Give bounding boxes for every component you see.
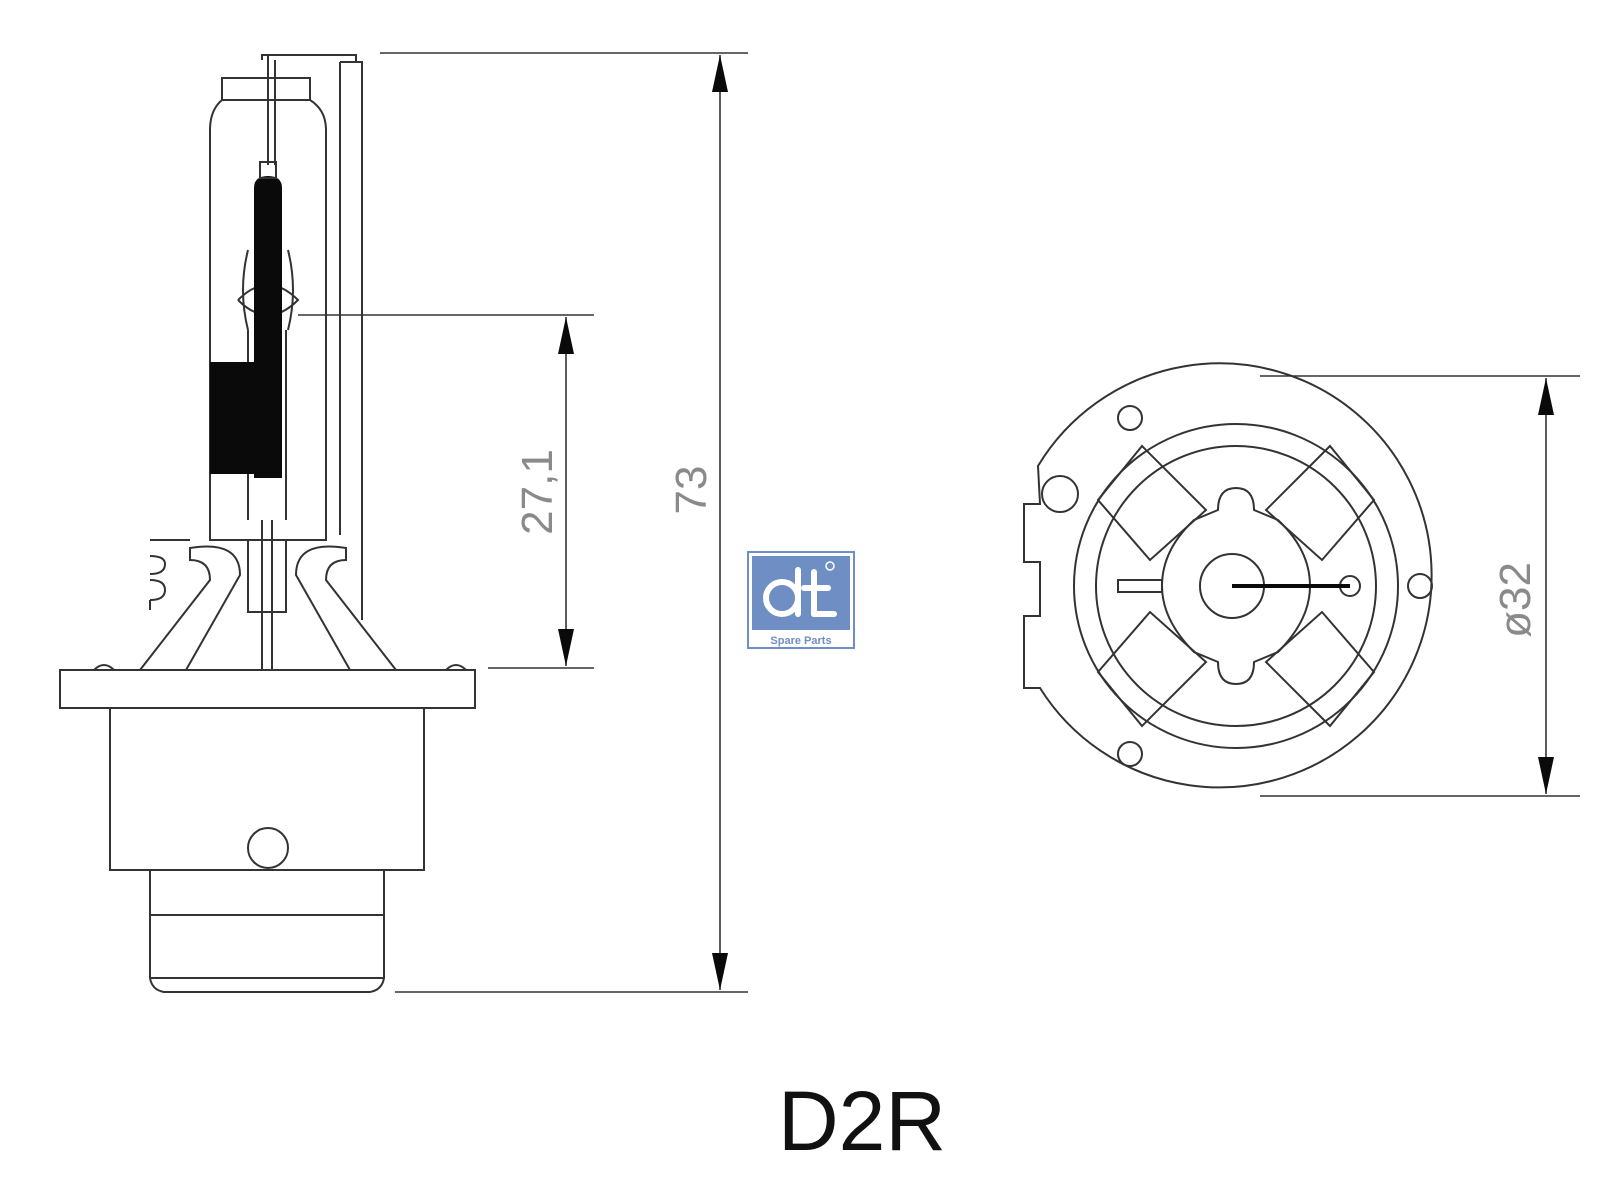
dimension-label-diameter: ø32 [1491,562,1540,638]
flange-notch [1041,475,1079,513]
arrow-27-top [558,317,574,354]
blade-ll [1096,610,1208,728]
right-clip [294,545,399,671]
inner-ring [1095,445,1377,727]
arrow-73-bottom [712,953,728,990]
dimension-lines [298,52,748,993]
socket-body [109,707,425,871]
left-clip [137,545,242,671]
logo-caption: Spare Parts [770,635,831,647]
center-key [1160,486,1312,686]
dimension-arrows [558,55,728,990]
side-pin [1117,579,1163,593]
dt-logo: Spare Parts [747,551,855,649]
diameter-dimension [1260,375,1580,797]
hole-top [1117,405,1143,431]
arrow-27-bottom [558,629,574,666]
bulb-front-view [1023,362,1433,789]
bulb-side-view [59,54,476,993]
blade-ul [1096,444,1208,562]
return-lead [261,54,363,620]
arrow-73-top [712,55,728,92]
dimension-label-27-1: 27,1 [513,449,562,535]
arc-electrode [210,176,282,478]
glass-tube [209,77,327,541]
inner-ring-outer [1073,423,1399,749]
hole-bottom [1117,741,1143,767]
flange [59,669,476,709]
dimension-label-73: 73 [667,466,716,515]
arrow-d-top [1538,378,1554,415]
bottom-connector [149,870,385,993]
blade-ur [1264,444,1376,562]
diameter-arrows [1538,378,1554,794]
blade-lr [1264,610,1376,728]
arrow-d-bottom [1538,757,1554,794]
outer-flange [1023,362,1433,789]
hole-right [1407,573,1433,599]
socket-pin [247,827,289,869]
dt-logo-mark [763,567,837,617]
base-collar [247,539,287,613]
bulb-type-title: D2R [778,1074,946,1168]
electrode-tip [259,161,277,179]
